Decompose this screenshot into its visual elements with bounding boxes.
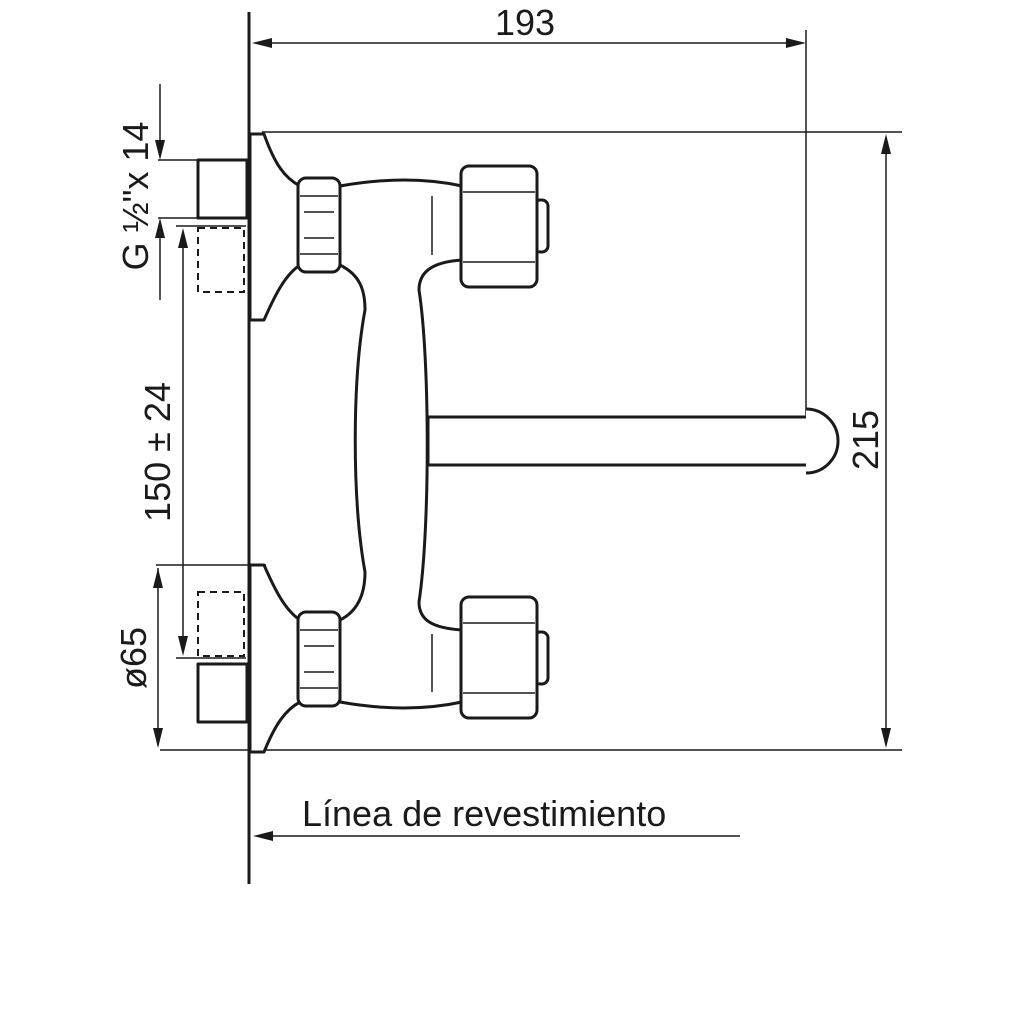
handle-bottom <box>459 595 550 720</box>
finish-line-label: Línea de revestimiento <box>302 793 666 834</box>
dimension-width: 193 <box>252 2 807 420</box>
inlet-thread-top <box>196 158 249 293</box>
handle-top <box>459 164 550 289</box>
hex-nut-bottom <box>296 610 342 708</box>
dimension-flange-label: ø65 <box>113 627 154 689</box>
finish-line-callout: Línea de revestimiento <box>253 793 740 841</box>
inlet-thread-bottom <box>196 591 249 724</box>
dimension-spacing: 150 ± 24 <box>137 225 246 659</box>
spout <box>426 407 840 475</box>
dimension-height: 215 <box>160 131 902 751</box>
flange-bottom <box>248 563 302 754</box>
dimension-height-label: 215 <box>845 410 886 470</box>
flange-top <box>248 132 302 322</box>
dimension-thread-label: G ½"x 14 <box>115 122 156 271</box>
dimension-width-label: 193 <box>495 2 555 43</box>
hex-nut-top <box>296 176 342 274</box>
dimension-spacing-label: 150 ± 24 <box>137 382 178 522</box>
dimension-flange: ø65 <box>113 564 266 748</box>
